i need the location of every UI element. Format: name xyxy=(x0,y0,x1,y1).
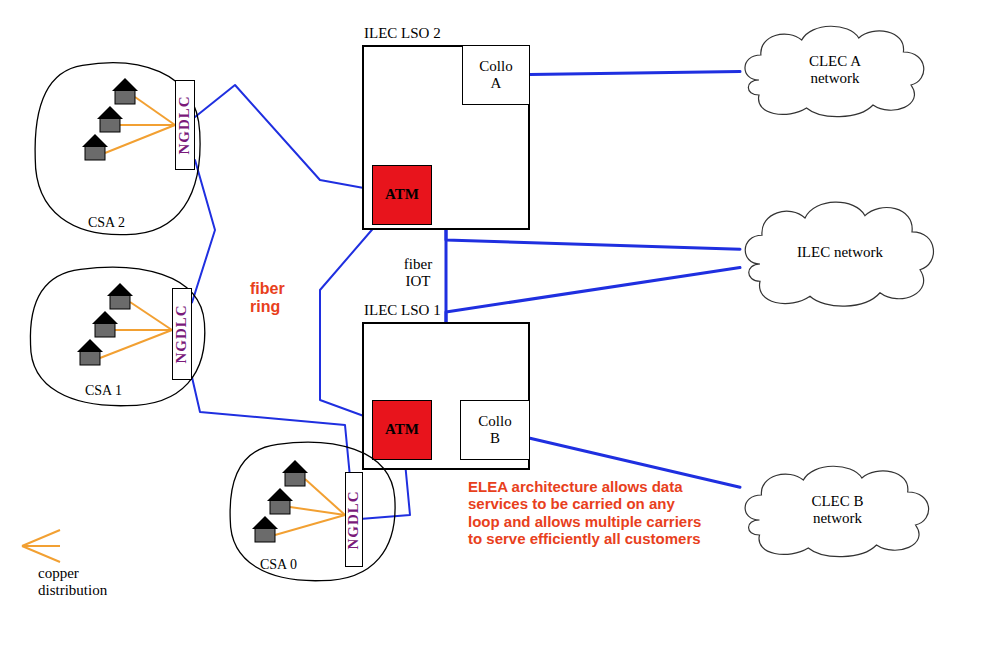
network-label: CLEC A network xyxy=(785,53,885,88)
link-line xyxy=(446,268,740,322)
ring-label: fiber ring xyxy=(250,280,302,317)
ngdlc-box: NGDLC xyxy=(345,472,363,567)
ngdlc-label: NGDLC xyxy=(173,304,190,363)
serving-area: CSA 2 NGDLC xyxy=(30,60,205,240)
ngdlc-box: NGDLC xyxy=(172,288,192,380)
copper-line xyxy=(120,124,175,126)
atm-label: ATM xyxy=(385,421,419,438)
house-icon xyxy=(97,106,123,132)
atm-switch: ATM xyxy=(372,400,432,460)
ngdlc-box: NGDLC xyxy=(175,80,195,170)
note-text: ELEA architecture allows data services t… xyxy=(468,478,703,547)
area-label: CSA 0 xyxy=(260,557,297,573)
collocation-box: Collo B xyxy=(460,400,530,460)
atm-label: ATM xyxy=(385,186,419,203)
copper-line xyxy=(275,515,345,535)
link-line xyxy=(445,230,448,322)
house-icon xyxy=(92,311,118,337)
legend-text: copper distribution xyxy=(38,565,138,600)
network-cloud: CLEC A network xyxy=(740,20,930,120)
link-line xyxy=(530,71,740,74)
houses xyxy=(77,78,345,542)
house-icon xyxy=(267,488,293,514)
area-label: CSA 2 xyxy=(88,215,125,231)
copper-line xyxy=(130,302,172,330)
link-label: fiber IOT xyxy=(396,256,440,291)
copper-line xyxy=(290,507,345,515)
network-cloud: CLEC B network xyxy=(740,460,935,560)
house-icon xyxy=(107,283,133,309)
network-cloud: ILEC network xyxy=(740,195,940,310)
collo-label: Collo B xyxy=(473,413,517,448)
network-label: ILEC network xyxy=(797,244,883,261)
office-title: ILEC LSO 2 xyxy=(364,25,441,42)
ngdlc-label: NGDLC xyxy=(345,490,362,549)
serving-area: CSA 0 NGDLC xyxy=(225,440,400,585)
serving-area: CSA 1 NGDLC xyxy=(25,265,210,410)
office-box: ILEC LSO 2Collo AATM xyxy=(362,45,530,230)
area-label: CSA 1 xyxy=(85,383,122,399)
collo-label: Collo A xyxy=(474,58,518,93)
link-line xyxy=(192,377,350,472)
network-label: CLEC B network xyxy=(788,493,888,528)
atm-switch: ATM xyxy=(372,165,432,225)
ngdlc-label: NGDLC xyxy=(176,95,193,154)
link-line xyxy=(195,85,372,190)
house-icon xyxy=(82,134,108,160)
copper-line xyxy=(135,97,175,125)
link-line xyxy=(446,230,740,249)
house-icon xyxy=(112,78,138,104)
office-title: ILEC LSO 1 xyxy=(364,302,441,319)
office-box: ILEC LSO 1ATMCollo B xyxy=(362,322,530,470)
collocation-box: Collo A xyxy=(462,45,530,105)
legend-sample xyxy=(22,530,60,562)
house-icon xyxy=(282,460,308,486)
house-icon xyxy=(77,339,103,365)
house-icon xyxy=(252,516,278,542)
copper-line xyxy=(115,329,172,331)
area-outline xyxy=(225,440,400,585)
